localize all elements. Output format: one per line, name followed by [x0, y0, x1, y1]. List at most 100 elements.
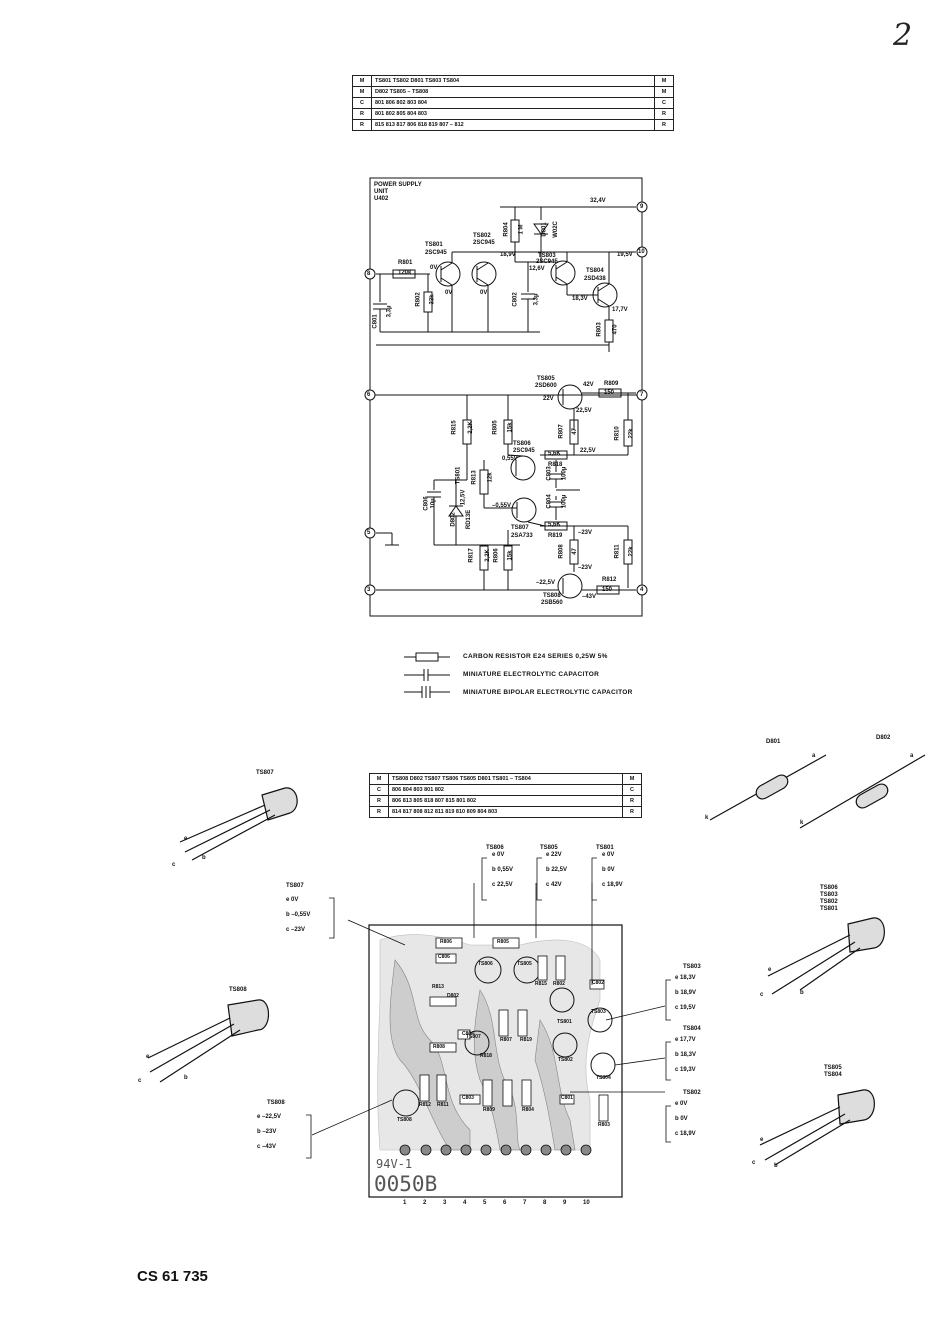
voltage-label: 32,4V: [590, 198, 606, 204]
pin-label: b: [202, 855, 206, 861]
pcb-label: R815: [535, 981, 547, 987]
voltage-label: 0V: [430, 265, 438, 271]
pinout-ts808: TS808 e –22,5V b –23V c –43V: [257, 1100, 285, 1150]
pin-label: b: [184, 1075, 188, 1081]
component-label: TS803: [538, 253, 556, 259]
voltage-label: 0V: [480, 290, 488, 296]
diode-pin-label: k: [705, 815, 709, 821]
pcb-label: C801: [561, 1095, 573, 1101]
pcb-label: TS802: [558, 1057, 573, 1063]
pcb-label: R811: [437, 1102, 449, 1108]
legend-resistor-text: CARBON RESISTOR E24 SERIES 0,25W 5%: [463, 653, 608, 660]
connector-label: 6: [367, 392, 371, 398]
pinout-ts804: TS804 e 17,7V b 18,3V c 19,3V: [675, 1026, 701, 1073]
pinout-ts801: TS801 e 0V b 0V c 18,9V: [596, 845, 623, 888]
voltage-label: –0,55V: [492, 503, 512, 509]
component-label: R809: [604, 381, 619, 387]
pcb-label: R803: [598, 1122, 610, 1128]
component-label: TS806: [513, 441, 531, 447]
voltage-label: –43V: [582, 594, 597, 600]
voltage-label: –23V: [578, 565, 593, 571]
voltage-label: 0,55V: [502, 456, 518, 462]
voltage-label: 42V: [583, 382, 594, 388]
component-type: 2SB560: [541, 600, 563, 606]
pcb-label: R805: [497, 939, 509, 945]
connector-label: 8: [367, 271, 371, 277]
component-label: R812: [602, 577, 617, 583]
pin-label: b: [774, 1163, 778, 1169]
voltage-label: 18,9V: [500, 252, 516, 258]
component-type: 2SD600: [535, 383, 557, 389]
pcb-label: R809: [483, 1107, 495, 1113]
schematic-title: UNIT: [374, 188, 388, 195]
pcb-marking-small: 94V-1: [376, 1157, 413, 1171]
component-value: 150: [602, 587, 613, 593]
component-label: TS802: [473, 233, 491, 239]
component-label: TS807: [511, 525, 529, 531]
pin-label: b: [800, 990, 804, 996]
group-b-package-icon: [759, 1089, 875, 1166]
pcb-marking-large: 0050B: [374, 1172, 438, 1196]
schematic-title: POWER SUPPLY: [374, 182, 422, 188]
pcb-label: C803: [462, 1095, 474, 1101]
page-number: 2: [893, 18, 913, 53]
pin-label: e: [184, 836, 188, 842]
component-type: 2SC945: [425, 250, 447, 256]
pcb-label: D802: [447, 993, 459, 999]
pinout-ts802: TS802 e 0V b 0V c 18,9V: [675, 1090, 701, 1137]
ts808-package-icon: [147, 999, 270, 1083]
component-type: 2SC945: [473, 240, 495, 246]
group-a-package-icon: [767, 917, 885, 995]
pin-label: c: [138, 1078, 142, 1084]
d801-diode-icon: [709, 754, 827, 821]
voltage-label: 22V: [543, 396, 554, 402]
pinout-ts803: TS803 e 18,3V b 18,9V c 19,5V: [675, 964, 701, 1011]
diode-pin-label: a: [812, 753, 816, 759]
pin-label: e: [146, 1054, 150, 1060]
pcb-label: R802: [553, 981, 565, 987]
pcb-label: R806: [440, 939, 452, 945]
component-type: 2SD438: [584, 276, 606, 282]
pcb-label: TS805: [517, 961, 532, 967]
component-label: TS808: [543, 593, 561, 599]
pcb-label: TS803: [591, 1009, 606, 1015]
voltage-label: 0V: [445, 290, 453, 296]
component-value: 5,6K: [548, 522, 561, 528]
diode-pin-label: k: [800, 820, 804, 826]
component-label: R818: [548, 462, 563, 468]
component-label: TS801: [425, 242, 443, 248]
pcb-label: R819: [520, 1037, 532, 1043]
d802-diode-icon: [799, 754, 926, 829]
connector-label: 3: [367, 587, 371, 593]
component-type: 2SA733: [511, 533, 533, 539]
pcb-label: TS804: [596, 1075, 611, 1081]
pcb-label: R813: [432, 984, 444, 990]
pcb-label: TS806: [478, 961, 493, 967]
component-label: R819: [548, 533, 563, 539]
pcb-label: R812: [419, 1102, 431, 1108]
pin-label: e: [768, 967, 772, 973]
ts807-package-icon: [179, 787, 298, 861]
pin-label: c: [172, 862, 176, 868]
voltage-label: 19,5V: [617, 252, 633, 258]
component-label: TS804: [586, 268, 604, 274]
component-type: 2SC945: [536, 259, 558, 265]
voltage-label: 12,6V: [529, 266, 545, 272]
d802-drawing-label: D802: [876, 735, 891, 741]
legend-bipolar-capacitor-text: MINIATURE BIPOLAR ELECTROLYTIC CAPACITOR: [463, 689, 633, 696]
pcb-label: R818: [480, 1053, 492, 1059]
schematic-title: U402: [374, 195, 389, 202]
d801-drawing-label: D801: [766, 739, 781, 745]
ts807-drawing-label: TS807: [256, 770, 274, 776]
ts808-drawing-label: TS808: [229, 987, 247, 993]
pinout-ts806: TS806 e 0V b 0,55V c 22,5V: [486, 845, 514, 888]
component-value: 120k: [398, 270, 412, 276]
